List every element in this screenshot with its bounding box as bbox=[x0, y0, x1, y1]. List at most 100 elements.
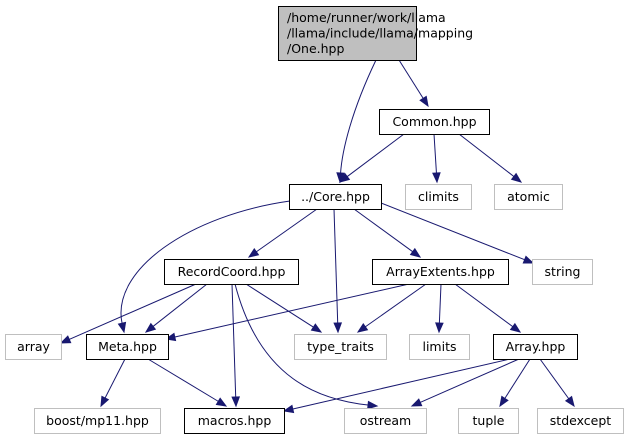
node-box-macros bbox=[184, 408, 285, 434]
node-box-climits bbox=[405, 184, 472, 210]
node-array: array bbox=[5, 334, 62, 360]
node-climits: climits bbox=[405, 184, 472, 210]
edge-core-to-string bbox=[380, 202, 526, 261]
node-label-array: array bbox=[17, 339, 50, 354]
edge-recordcoord-to-meta bbox=[151, 283, 208, 328]
arrowhead-arrayextents-to-type_traits bbox=[356, 322, 369, 333]
edge-common-to-atomic bbox=[458, 133, 515, 178]
arrowhead-common-to-atomic bbox=[510, 172, 523, 183]
edge-recordcoord-to-macros bbox=[231, 283, 237, 399]
node-label-one-line-3: /One.hpp bbox=[287, 41, 344, 56]
edge-arrayextents-to-limits bbox=[438, 283, 442, 325]
edge-core-to-recordcoord bbox=[255, 208, 318, 253]
arrowhead-recordcoord-to-ostream bbox=[367, 400, 379, 410]
node-label-one-line-1: /home/runner/work/llama bbox=[287, 10, 446, 25]
node-box-limits bbox=[409, 334, 470, 360]
node-tuple: tuple bbox=[458, 408, 519, 434]
node-label-limits: limits bbox=[422, 339, 456, 354]
node-type_traits: type_traits bbox=[294, 334, 387, 360]
node-box-mp11 bbox=[34, 408, 161, 434]
arrowhead-core-to-type_traits bbox=[333, 322, 343, 334]
node-label-common: Common.hpp bbox=[392, 114, 476, 129]
edges-layer bbox=[59, 59, 575, 414]
node-box-stdexcept bbox=[537, 408, 624, 434]
arrowhead-one-to-common bbox=[419, 95, 429, 108]
node-core[interactable]: ../Core.hpp bbox=[289, 184, 382, 210]
node-meta[interactable]: Meta.hpp bbox=[86, 334, 169, 360]
edge-arrayhpp-to-tuple bbox=[503, 358, 531, 400]
node-box-arrayextents bbox=[372, 259, 509, 285]
node-limits: limits bbox=[409, 334, 470, 360]
node-ostream: ostream bbox=[344, 408, 427, 434]
node-box-string bbox=[532, 259, 593, 285]
edge-meta-to-macros bbox=[147, 358, 220, 403]
arrowhead-meta-to-mp11 bbox=[100, 395, 110, 408]
node-box-atomic bbox=[494, 184, 563, 210]
arrowhead-core-to-recordcoord bbox=[247, 247, 260, 258]
node-label-stdexcept: stdexcept bbox=[550, 413, 611, 428]
edge-arrayhpp-to-stdexcept bbox=[539, 358, 570, 400]
edge-one-to-core bbox=[339, 59, 377, 175]
edge-core-to-type_traits bbox=[333, 208, 339, 325]
arrowhead-arrayhpp-to-tuple bbox=[499, 395, 509, 408]
node-arrayhpp[interactable]: Array.hpp bbox=[493, 334, 578, 360]
node-box-meta bbox=[86, 334, 169, 360]
node-label-tuple: tuple bbox=[473, 413, 505, 428]
node-label-string: string bbox=[545, 264, 581, 279]
node-label-arrayhpp: Array.hpp bbox=[506, 339, 566, 354]
arrowhead-core-to-arrayextents bbox=[409, 247, 422, 258]
arrowhead-arrayhpp-to-ostream bbox=[410, 398, 423, 407]
node-box-core bbox=[289, 184, 382, 210]
arrowhead-core-to-meta bbox=[117, 321, 127, 334]
node-box-ostream bbox=[344, 408, 427, 434]
edge-one-to-common bbox=[398, 59, 425, 100]
arrowhead-recordcoord-to-array bbox=[59, 335, 72, 344]
node-label-ostream: ostream bbox=[360, 413, 411, 428]
arrowhead-recordcoord-to-meta bbox=[144, 322, 157, 333]
arrowhead-core-to-string bbox=[522, 255, 535, 264]
node-common[interactable]: Common.hpp bbox=[379, 109, 490, 135]
edge-arrayextents-to-meta bbox=[173, 283, 410, 338]
node-box-common bbox=[379, 109, 490, 135]
node-box-type_traits bbox=[294, 334, 387, 360]
node-label-recordcoord: RecordCoord.hpp bbox=[178, 264, 286, 279]
node-stdexcept: stdexcept bbox=[537, 408, 624, 434]
edge-recordcoord-to-ostream bbox=[234, 283, 370, 406]
node-label-one-line-2: /llama/include/llama/mapping bbox=[287, 25, 473, 40]
arrowhead-common-to-core bbox=[338, 172, 351, 183]
arrowhead-arrayextents-to-arrayhpp bbox=[509, 322, 522, 333]
node-recordcoord[interactable]: RecordCoord.hpp bbox=[164, 259, 299, 285]
edge-arrayhpp-to-macros bbox=[291, 358, 511, 410]
arrowhead-meta-to-macros bbox=[215, 397, 228, 407]
edge-common-to-core bbox=[346, 133, 405, 178]
edge-recordcoord-to-array bbox=[68, 283, 197, 341]
node-label-macros: macros.hpp bbox=[198, 413, 272, 428]
node-macros[interactable]: macros.hpp bbox=[184, 408, 285, 434]
node-arrayextents[interactable]: ArrayExtents.hpp bbox=[372, 259, 509, 285]
node-label-arrayextents: ArrayExtents.hpp bbox=[386, 264, 495, 279]
node-one[interactable]: /home/runner/work/llama/llama/include/ll… bbox=[278, 6, 474, 61]
edge-meta-to-mp11 bbox=[104, 358, 126, 400]
edge-arrayhpp-to-ostream bbox=[419, 358, 520, 404]
node-box-arrayhpp bbox=[493, 334, 578, 360]
node-box-array bbox=[5, 334, 62, 360]
arrowhead-recordcoord-to-type_traits bbox=[310, 323, 323, 333]
node-mp11: boost/mp11.hpp bbox=[34, 408, 161, 434]
node-label-atomic: atomic bbox=[507, 189, 550, 204]
node-label-core: ../Core.hpp bbox=[301, 189, 370, 204]
node-label-meta: Meta.hpp bbox=[98, 339, 157, 354]
edge-recordcoord-to-type_traits bbox=[245, 283, 315, 329]
node-label-type_traits: type_traits bbox=[307, 339, 374, 354]
edge-core-to-meta bbox=[120, 200, 291, 325]
node-string: string bbox=[532, 259, 593, 285]
node-box-one bbox=[278, 6, 417, 61]
arrowhead-arrayhpp-to-macros bbox=[282, 404, 295, 414]
node-label-mp11: boost/mp11.hpp bbox=[46, 413, 149, 428]
edge-arrayextents-to-arrayhpp bbox=[454, 283, 514, 328]
node-box-tuple bbox=[458, 408, 519, 434]
edge-arrayextents-to-type_traits bbox=[364, 283, 427, 328]
node-atomic: atomic bbox=[494, 184, 563, 210]
edge-core-to-arrayextents bbox=[353, 208, 414, 253]
arrowhead-arrayhpp-to-stdexcept bbox=[564, 395, 575, 408]
